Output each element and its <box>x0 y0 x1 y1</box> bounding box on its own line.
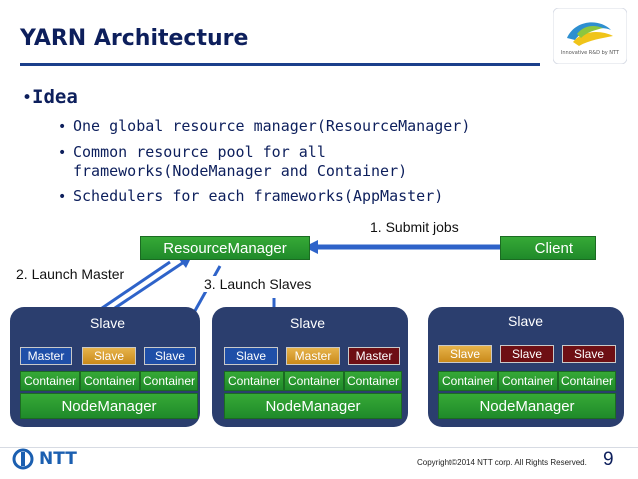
role-slave: Slave <box>82 347 136 365</box>
submit-jobs-arrowhead <box>304 240 318 254</box>
role-master: Master <box>286 347 340 365</box>
ntt-brand-text: NTT <box>39 449 77 469</box>
idea-heading: Idea <box>32 86 78 108</box>
launch-master-label: 2. Launch Master <box>16 266 125 282</box>
node-manager-box: NodeManager <box>438 393 616 419</box>
footer-rule <box>0 447 638 448</box>
container: Container <box>438 371 498 391</box>
bullet-dot: • <box>58 119 67 135</box>
submit-jobs-label: 1. Submit jobs <box>370 219 459 235</box>
slave-panel-1: Slave Master Slave Slave Container Conta… <box>10 307 200 427</box>
page-title: YARN Architecture <box>20 26 249 51</box>
bullet-dot: • <box>58 145 67 161</box>
node-manager-box: NodeManager <box>224 393 402 419</box>
container: Container <box>80 371 140 391</box>
container: Container <box>224 371 284 391</box>
ntt-logo-icon <box>12 448 34 470</box>
resource-manager-box: ResourceManager <box>140 236 310 260</box>
slave-panel-title: Slave <box>90 315 126 331</box>
container: Container <box>284 371 344 391</box>
container: Container <box>558 371 616 391</box>
role-slave: Slave <box>562 345 616 363</box>
container: Container <box>498 371 558 391</box>
role-master: Master <box>20 347 72 365</box>
title-rule <box>20 63 540 66</box>
role-slave: Slave <box>500 345 554 363</box>
page-number: 9 <box>603 449 614 470</box>
slave-panel-3: Slave Slave Slave Slave Container Contai… <box>428 307 624 427</box>
ntt-innovation-logo: Innovative R&D by NTT <box>552 7 628 65</box>
role-slave: Slave <box>144 347 196 365</box>
bullet-schedulers: Schedulers for each frameworks(AppMaster… <box>73 187 444 205</box>
node-manager-box: NodeManager <box>20 393 198 419</box>
bullet-dot: • <box>58 189 67 205</box>
bullet-resource-pool-cont: frameworks(NodeManager and Container) <box>73 162 408 180</box>
container: Container <box>344 371 402 391</box>
idea-bullet-dot: • <box>22 88 33 108</box>
role-slave: Slave <box>224 347 278 365</box>
slave-panel-title: Slave <box>290 315 326 331</box>
slave-panel-2: Slave Slave Master Master Container Cont… <box>212 307 408 427</box>
ntt-logo: NTT <box>12 448 77 470</box>
logo-tagline: Innovative R&D by NTT <box>560 50 620 56</box>
container: Container <box>140 371 198 391</box>
role-slave: Slave <box>438 345 492 363</box>
bullet-resource-manager: One global resource manager(ResourceMana… <box>73 117 471 135</box>
container: Container <box>20 371 80 391</box>
launch-slaves-label: 3. Launch Slaves <box>204 276 312 292</box>
role-master: Master <box>348 347 400 365</box>
slave-panel-title: Slave <box>508 313 544 329</box>
copyright: Copyright©2014 NTT corp. All Rights Rese… <box>417 458 587 467</box>
client-box: Client <box>500 236 596 260</box>
bullet-resource-pool: Common resource pool for all <box>73 143 326 161</box>
